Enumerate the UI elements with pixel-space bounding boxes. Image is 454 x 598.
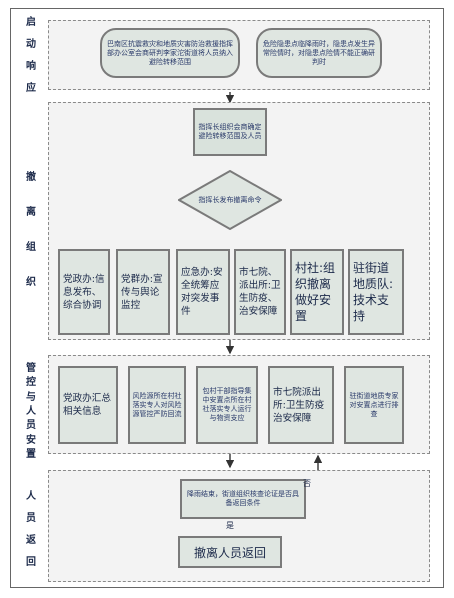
decision-diamond: 指挥长发布撤离命令: [178, 170, 282, 230]
diamond-shape: [178, 170, 282, 230]
control-risk-source: 风险源所在村社落实专人对风险源管控严防回流: [128, 366, 186, 444]
team-party-office: 党政办:信息发布、综合协调: [58, 249, 110, 335]
start-trigger-right: 危险隐患点临降雨时，隐患点发生异常险情时，对隐患点险情不能正确研判时: [256, 28, 382, 78]
control-geology-expert: 驻街道地质专家对安置点进行排查: [344, 366, 404, 444]
control-village-cadres: 包村干部指导集中安置点所在村社落实专人运行与物资支应: [196, 366, 258, 444]
command-box: 指挥长组织会商确定避险转移范围及人员: [193, 108, 267, 156]
section-label-evacuate: 撤离 组织: [26, 171, 36, 288]
final-return-box: 撤离人员返回: [178, 536, 282, 568]
start-trigger-left: 巴南区抗震救灾和地质灾害防治救援指挥部办公室会商研判李家沱街道将人员纳入避险转移…: [100, 28, 240, 78]
team-emergency-office: 应急办:安全统筹应对突发事件: [176, 249, 230, 335]
team-mass-work-office: 党群办:宣传与舆论监控: [116, 249, 170, 335]
yes-label: 是: [226, 521, 234, 530]
control-hospital-police: 市七院派出所:卫生防疫治安保障: [268, 366, 334, 444]
section-label-start: 启动 响应: [26, 17, 36, 94]
team-hospital-police: 市七院、派出所:卫生防疫、治安保障: [234, 249, 286, 335]
diagram-frame: [10, 8, 444, 588]
section-label-control: 管控 与人 员安 置: [26, 363, 36, 460]
return-check-box: 降雨结束，街道组织核查论证是否具备返回条件: [180, 479, 306, 519]
control-party-office: 党政办汇总相关信息: [58, 366, 118, 444]
no-label: 否: [303, 479, 311, 488]
team-geology-unit: 驻街道地质队:技术支持: [348, 249, 404, 335]
team-village-community: 村社:组织撤离做好安置: [290, 249, 344, 335]
diamond-label: 指挥长发布撤离命令: [198, 196, 262, 204]
section-label-return: 人员 返回: [26, 491, 36, 568]
